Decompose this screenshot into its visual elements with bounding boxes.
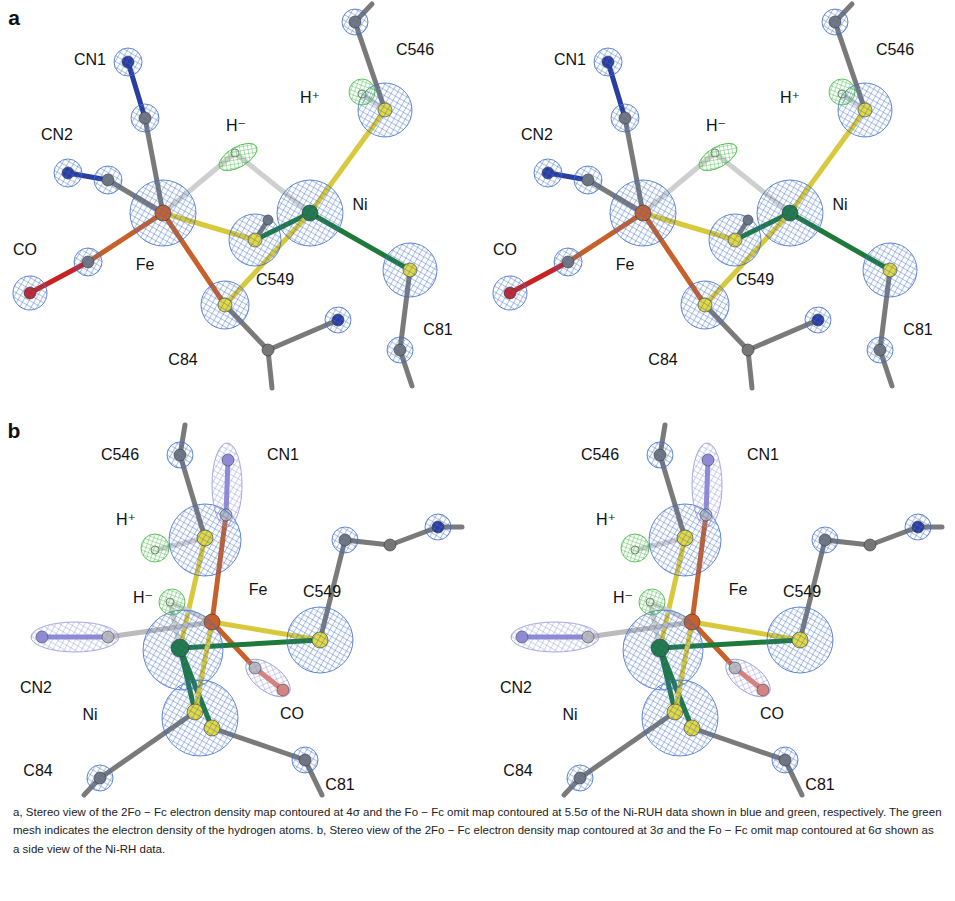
density-mesh: [114, 48, 142, 76]
atom-label: CO: [493, 242, 517, 258]
density-mesh: [229, 214, 281, 266]
atom-label: C546: [396, 42, 434, 58]
density-mesh: [383, 243, 437, 297]
density-mesh: [143, 610, 223, 690]
bond: [30, 4, 412, 388]
atom-label: Ni: [832, 197, 847, 213]
hydrogen-mesh: [159, 589, 185, 615]
atom-label: CN2: [20, 680, 52, 696]
atom-label: C81: [423, 322, 452, 338]
atom-label: CN2: [521, 127, 553, 143]
atom-label: C81: [325, 777, 354, 793]
density-mesh: [201, 281, 249, 329]
atom-label: C84: [168, 352, 197, 368]
atom-label: CN1: [267, 447, 299, 463]
stereo-copy: [493, 4, 917, 388]
atom-label: Fe: [729, 582, 748, 598]
ligand-mesh: [31, 622, 119, 652]
density-mesh: [94, 166, 122, 194]
panel-letter: b: [8, 420, 21, 441]
atom-label: Ni: [352, 197, 367, 213]
density-mesh: [74, 248, 102, 276]
density-mesh: [167, 442, 193, 468]
stereo-copy: [511, 425, 942, 795]
atom-label: H⁺: [780, 90, 800, 106]
density-mesh: [277, 180, 343, 246]
atom-label: CN2: [500, 680, 532, 696]
hydrogen-mesh: [141, 534, 169, 562]
atom: [262, 344, 274, 356]
density-mesh: [162, 680, 238, 756]
hydrogen-mesh: [349, 79, 375, 105]
atom-label: CN1: [554, 52, 586, 68]
atom-label: CN1: [747, 447, 779, 463]
ligand-mesh: [212, 443, 242, 527]
density-mesh: [332, 527, 358, 553]
figure-caption: a, Stereo view of the 2Fo − Fc electron …: [13, 803, 943, 858]
atom-label: C84: [503, 763, 532, 779]
density-mesh: [130, 180, 196, 246]
density-mesh: [425, 514, 451, 540]
atom-label: H⁻: [226, 118, 246, 134]
atom-label: C549: [736, 272, 774, 288]
density-mesh: [325, 307, 351, 333]
atom-label: CO: [13, 242, 37, 258]
hydrogen-mesh: [215, 79, 375, 176]
atom-label: Fe: [616, 257, 635, 273]
panel-letter: a: [8, 7, 20, 28]
ligand-mesh: [31, 443, 297, 704]
atom-label: C549: [783, 584, 821, 600]
atom-label: C546: [876, 42, 914, 58]
density-mesh: [292, 747, 318, 773]
atom-label: H⁺: [116, 512, 136, 528]
atom: [384, 539, 396, 551]
atom-label: C84: [23, 763, 52, 779]
atom-label: C549: [256, 272, 294, 288]
atom-label: Ni: [562, 707, 577, 723]
density-mesh: [13, 276, 47, 310]
atom-label: CO: [280, 706, 304, 722]
atom-label: C546: [581, 447, 619, 463]
atom-label: H⁻: [613, 590, 633, 606]
atom-label: Ni: [82, 707, 97, 723]
hydrogen-mesh: [215, 138, 261, 176]
atom-label: C84: [648, 352, 677, 368]
atom-label: CO: [760, 706, 784, 722]
density-mesh: [13, 9, 437, 363]
atom-label: CN1: [74, 52, 106, 68]
atom-label: C81: [805, 777, 834, 793]
atom: [24, 16, 417, 356]
structure-panel: [31, 425, 462, 795]
atom-label: C549: [303, 584, 341, 600]
atom-label: CN2: [41, 127, 73, 143]
bond: [42, 425, 462, 795]
atom-label: H⁺: [596, 512, 616, 528]
atom-label: H⁺: [300, 90, 320, 106]
atom-label: Fe: [136, 257, 155, 273]
density-mesh: [131, 104, 159, 132]
atom-label: H⁻: [133, 590, 153, 606]
atom-label: C81: [903, 322, 932, 338]
atom-label: Fe: [249, 582, 268, 598]
density-mesh: [87, 442, 451, 791]
structure-panel: [13, 4, 437, 388]
density-mesh: [342, 9, 368, 35]
atom-label: C546: [101, 447, 139, 463]
ligand-mesh: [239, 652, 296, 704]
density-mesh: [87, 765, 113, 791]
density-mesh: [387, 337, 413, 363]
atom-label: H⁻: [706, 118, 726, 134]
density-mesh: [54, 159, 82, 187]
density-mesh: [287, 607, 353, 673]
